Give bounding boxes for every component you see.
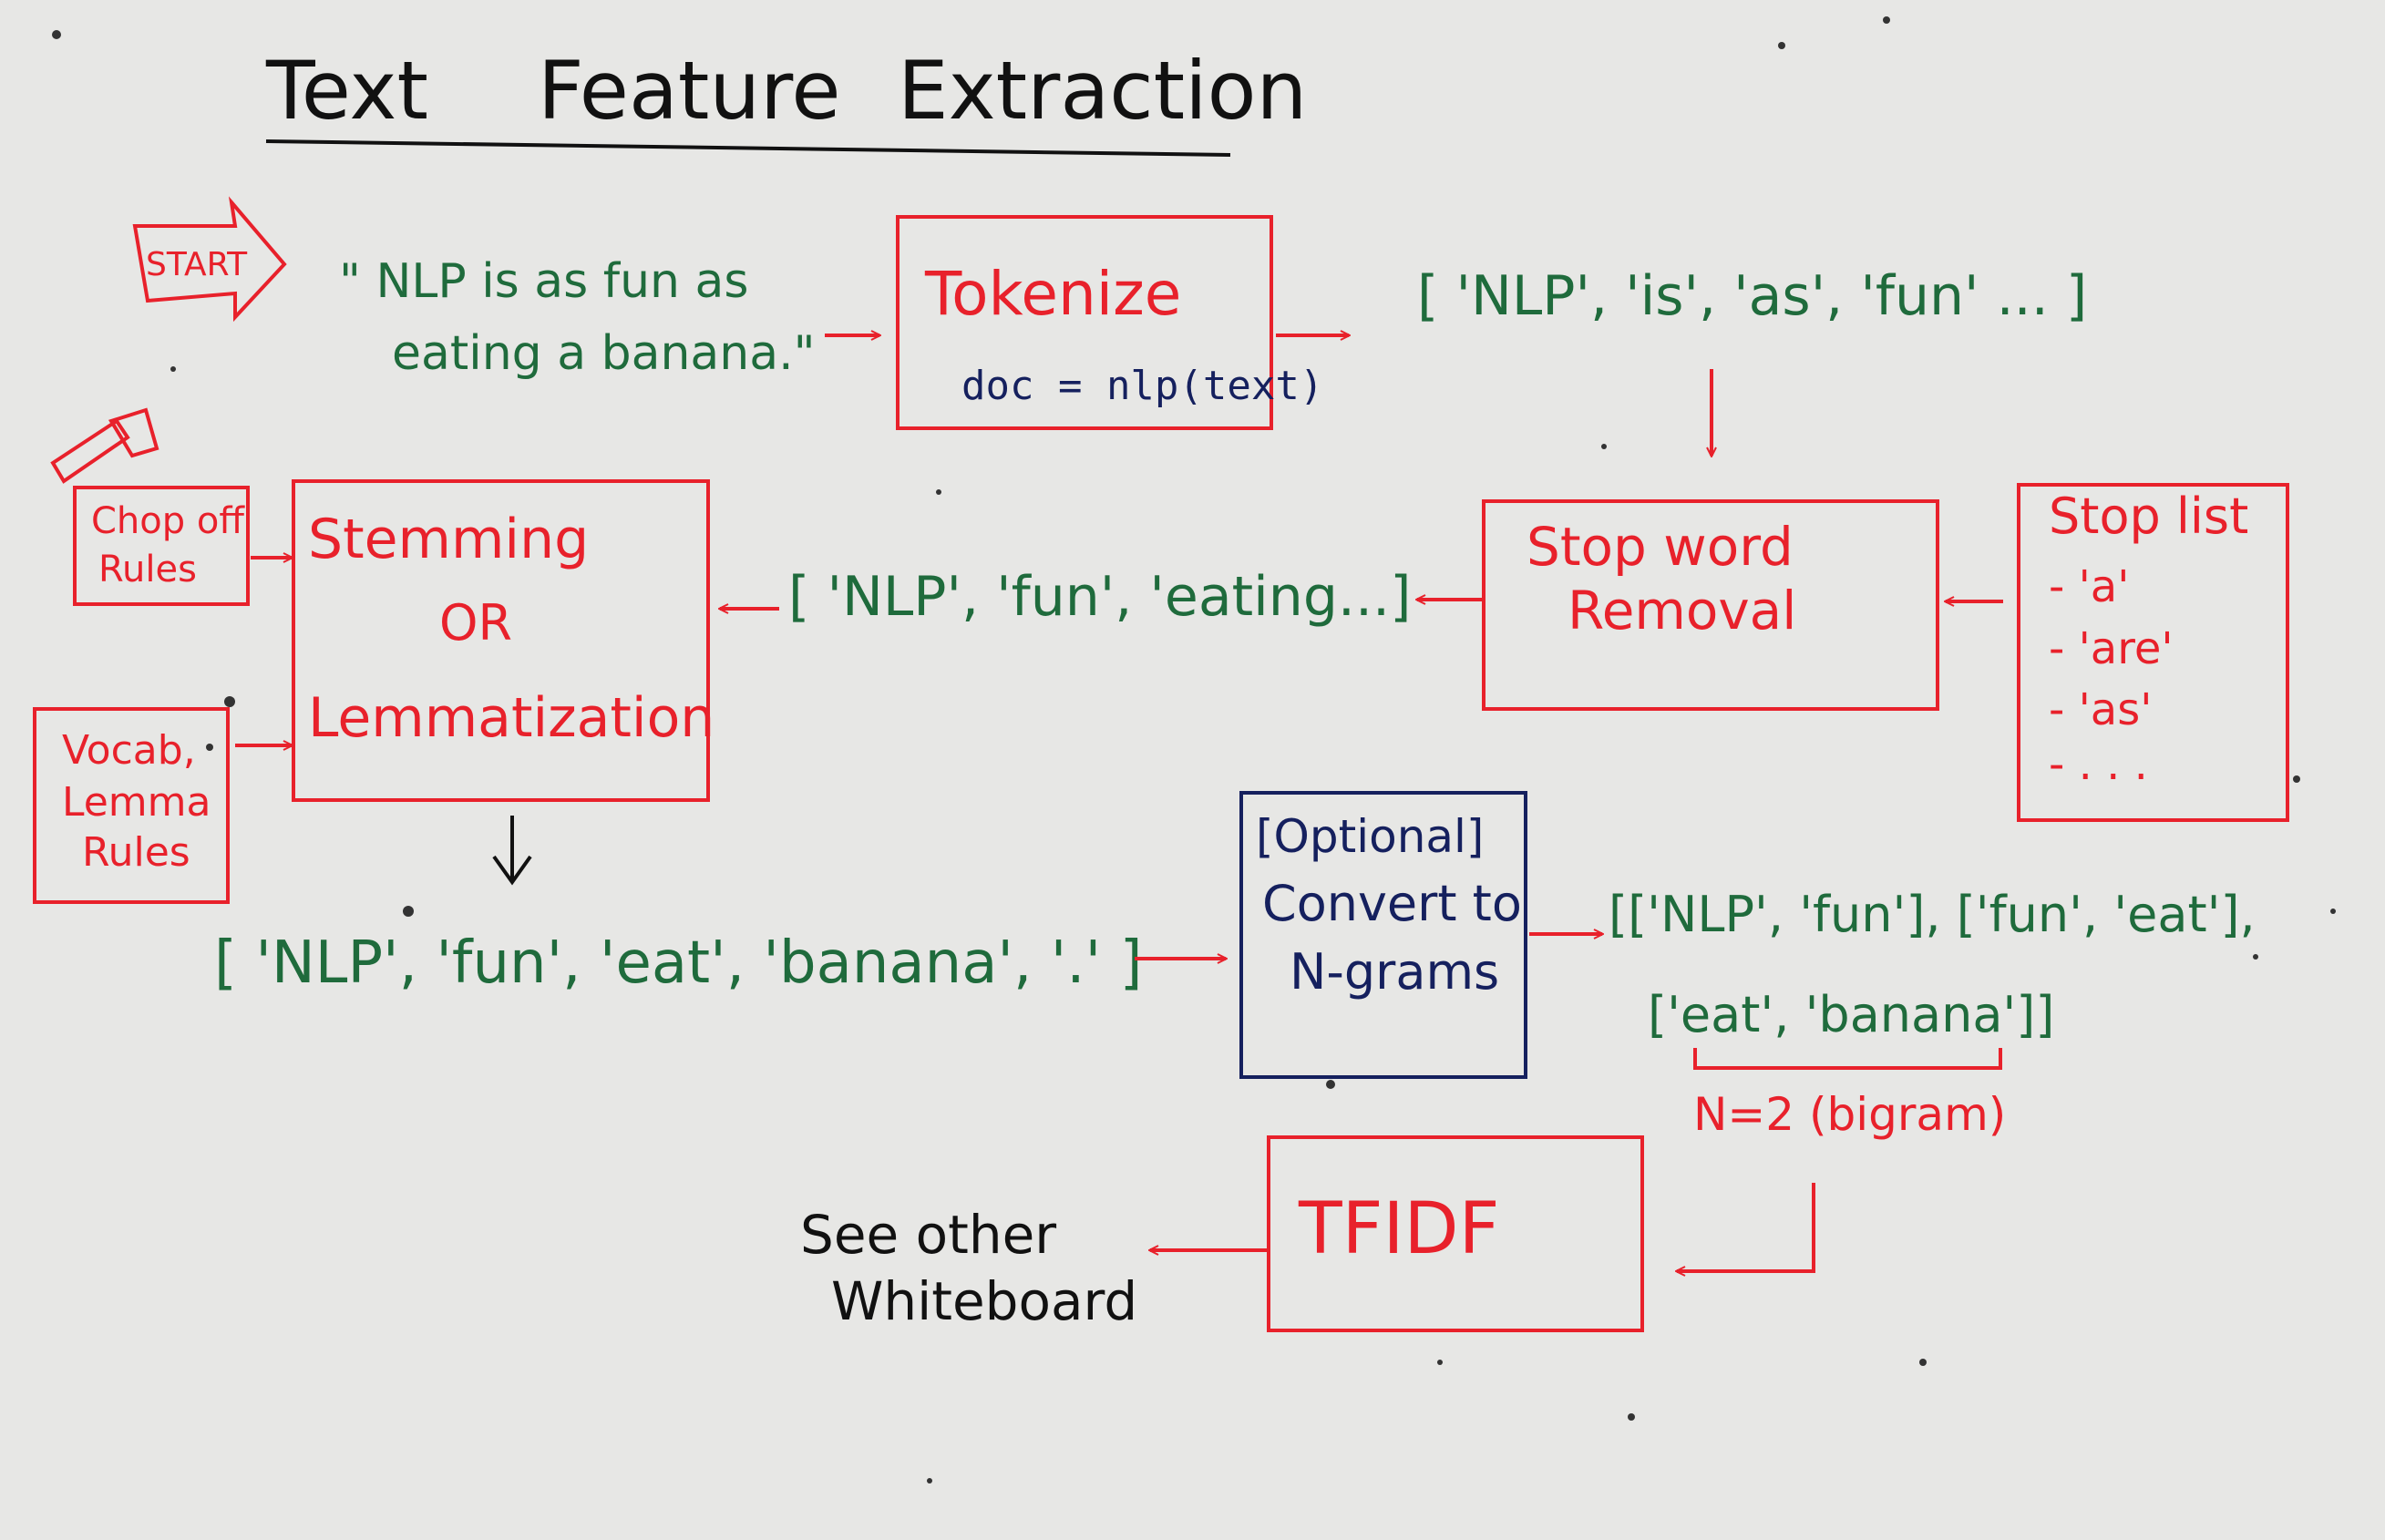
- ngrams-line3: N-grams: [1290, 943, 1499, 1001]
- start-label: START: [146, 246, 248, 283]
- lemmatized-tokens: [ 'NLP', 'fun', 'eat', 'banana', '.' ]: [214, 929, 1143, 997]
- input-sentence-line2: eating a banana.": [392, 326, 816, 381]
- stem-lemma-line3: Lemmatization: [308, 686, 714, 750]
- board-specks: [52, 16, 2336, 1484]
- tfidf-box: TFIDF: [1267, 1135, 1644, 1332]
- stop-list-item: - . . .: [2049, 739, 2148, 790]
- stem-lemma-border: [292, 479, 710, 802]
- stop-word-removal-line2: Removal: [1568, 580, 1796, 642]
- see-other-whiteboard: See other Whiteboard: [800, 1204, 1137, 1332]
- stem-lemma-line1: Stemming: [308, 508, 589, 571]
- vocab-rules-line2: Lemma: [62, 779, 211, 826]
- title-underline: [265, 139, 1231, 157]
- title-word-extraction: Extraction: [898, 44, 1307, 138]
- ngrams-line1: [Optional]: [1256, 810, 1484, 863]
- stop-list-title: Stop list: [2049, 488, 2248, 545]
- filtered-tokens: [ 'NLP', 'fun', 'eating...]: [788, 565, 1412, 629]
- ngrams-box: [Optional] Convert to N-grams: [1239, 791, 1527, 1079]
- diagram-title: Text Feature Extraction: [265, 44, 1307, 157]
- stop-list-border: [2017, 483, 2289, 822]
- vocab-rules-line1: Vocab,: [62, 727, 196, 774]
- vocab-rules-line3: Rules: [82, 829, 190, 876]
- tfidf-label: TFIDF: [1298, 1188, 1499, 1270]
- tokenize-label: Tokenize: [924, 259, 1181, 329]
- title-word-text: Text: [265, 44, 428, 138]
- tokenize-code: doc = nlp(text): [961, 363, 1323, 409]
- ngrams-line2: Convert to: [1262, 875, 1522, 932]
- see-other-line2: Whiteboard: [831, 1270, 1137, 1332]
- bigrams-line1: [['NLP', 'fun'], ['fun', 'eat'],: [1609, 886, 2256, 943]
- stem-lemma-box: Stemming OR Lemmatization: [292, 479, 714, 802]
- ngrams-border: [1239, 791, 1527, 1079]
- tokenize-box: Tokenize doc = nlp(text): [896, 215, 1323, 430]
- start-arrow-shape: [132, 196, 287, 323]
- input-sentence: " NLP is as fun as eating a banana.": [339, 254, 816, 381]
- arrow-lemma-down-head: [492, 855, 532, 886]
- stop-list-item: - 'as': [2049, 684, 2152, 735]
- stop-word-removal-box: Stop word Removal: [1482, 499, 1939, 711]
- bigrams-note: N=2 (bigram): [1693, 1088, 2006, 1141]
- see-other-line1: See other: [800, 1204, 1056, 1266]
- chop-rules-line2: Rules: [98, 549, 197, 590]
- bigrams-line2: ['eat', 'banana']]: [1648, 986, 2054, 1043]
- stop-list-box: Stop list - 'a' - 'are' - 'as' - . . .: [2017, 483, 2289, 822]
- stop-word-removal-line1: Stop word: [1527, 516, 1794, 578]
- bigrams: [['NLP', 'fun'], ['fun', 'eat'], ['eat',…: [1609, 886, 2256, 1141]
- vocab-rules-border: [33, 707, 230, 904]
- arrow-bigram-to-tfidf: [1677, 1183, 1815, 1271]
- stop-list-item: - 'a': [2049, 561, 2129, 612]
- stop-list-item: - 'are': [2049, 623, 2174, 674]
- chop-rules-border: [73, 486, 250, 606]
- title-word-feature: Feature: [538, 44, 841, 138]
- tfidf-border: [1267, 1135, 1644, 1332]
- bigram-underline-bracket: [1693, 1048, 2002, 1070]
- chop-axe-icon: [50, 407, 159, 484]
- input-sentence-line1: " NLP is as fun as: [339, 254, 748, 309]
- chop-rules-line1: Chop off: [91, 500, 245, 542]
- start-arrow: START: [132, 196, 287, 323]
- stem-lemma-line2: OR: [439, 594, 512, 652]
- tokenize-box-border: [896, 215, 1273, 430]
- tokens-list: [ 'NLP', 'is', 'as', 'fun' ... ]: [1417, 264, 2087, 328]
- vocab-rules-box: Vocab, Lemma Rules: [33, 707, 230, 904]
- chop-rules-box: Chop off Rules: [73, 486, 250, 606]
- stop-word-removal-border: [1482, 499, 1939, 711]
